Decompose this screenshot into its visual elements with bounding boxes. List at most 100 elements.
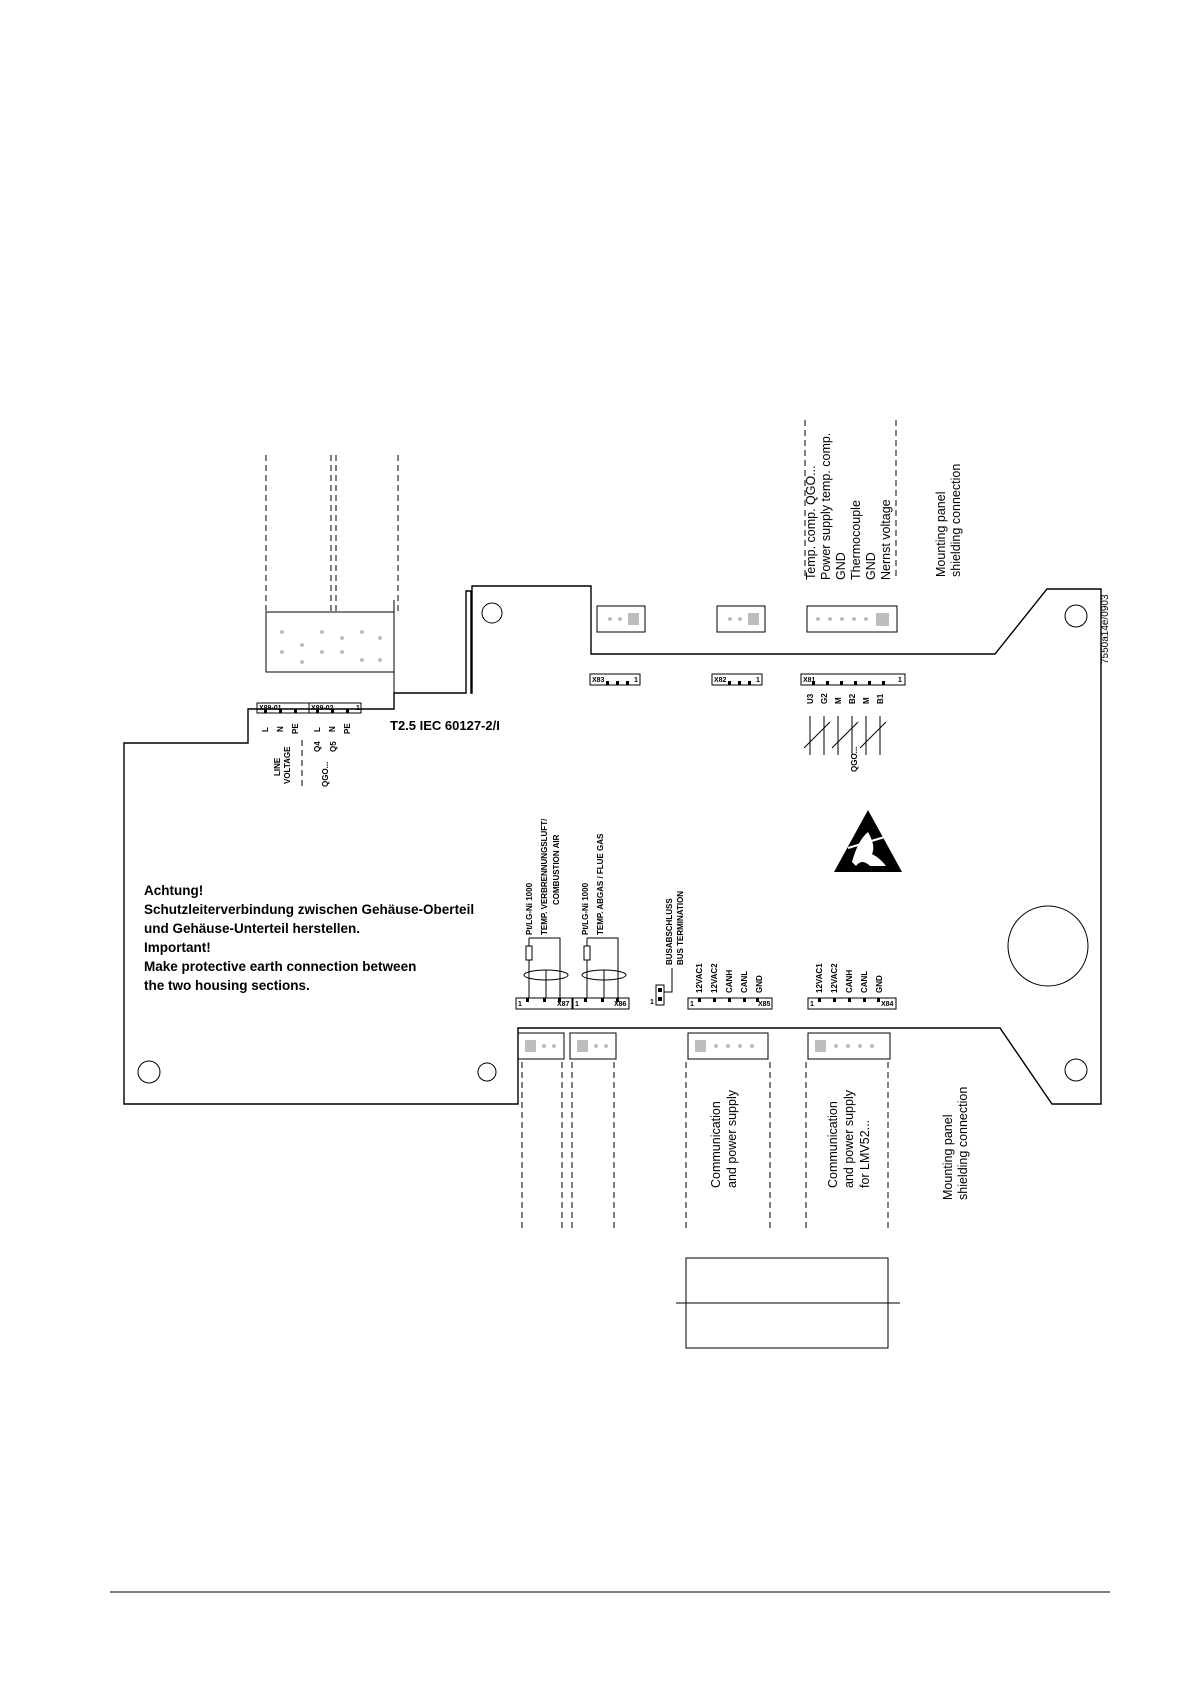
x81-pin-labels: U3 G2 M B2 M B1 QGO...	[806, 693, 885, 772]
power-plug-pins	[280, 630, 382, 664]
power-plug	[265, 611, 395, 673]
svg-text:Achtung!: Achtung!	[144, 883, 203, 898]
svg-text:1: 1	[575, 1001, 579, 1008]
svg-text:1: 1	[518, 1001, 522, 1008]
x81-wire-pairs	[803, 716, 887, 755]
bottom-mounting-label-2: shielding connection	[956, 1087, 970, 1200]
x84-label-2: and power supply	[842, 1089, 856, 1188]
svg-text:12VAC1: 12VAC1	[695, 963, 704, 993]
svg-text:LINE: LINE	[273, 757, 282, 776]
svg-text:GND: GND	[864, 552, 878, 580]
connector-x82: X82 1	[711, 673, 763, 686]
svg-text:X87: X87	[557, 1001, 570, 1008]
board-outline	[123, 585, 1102, 1105]
svg-text:TEMP. VERBRENNUNGSLUFT/: TEMP. VERBRENNUNGSLUFT/	[540, 818, 549, 935]
svg-text:CANL: CANL	[740, 971, 749, 993]
mounting-hole	[1064, 1058, 1088, 1082]
svg-text:Q5: Q5	[329, 741, 338, 752]
svg-text:CANH: CANH	[725, 970, 734, 993]
connector-x89: X89-01 X89-02 1	[256, 702, 362, 714]
svg-text:TEMP. ABGAS / FLUE GAS: TEMP. ABGAS / FLUE GAS	[596, 833, 605, 935]
connector-x84: 1 X84	[807, 997, 897, 1010]
svg-text:1: 1	[898, 677, 902, 684]
svg-text:COMBUSTION AIR: COMBUSTION AIR	[552, 834, 561, 905]
svg-text:BUS TERMINATION: BUS TERMINATION	[676, 891, 685, 965]
svg-text:Schutzleiterverbindung zwische: Schutzleiterverbindung zwischen Gehäuse-…	[144, 902, 474, 917]
svg-text:X86: X86	[614, 1001, 627, 1008]
svg-text:Nernst voltage: Nernst voltage	[879, 499, 893, 580]
svg-text:B2: B2	[848, 693, 857, 704]
mounting-hole	[137, 1060, 161, 1084]
connector-x85: 1 X85	[687, 997, 773, 1010]
svg-text:1: 1	[356, 705, 360, 712]
svg-text:X81: X81	[803, 677, 816, 684]
svg-text:X83: X83	[592, 677, 605, 684]
mounting-hole	[477, 1062, 497, 1082]
svg-text:12VAC2: 12VAC2	[830, 963, 839, 993]
svg-text:QGO...: QGO...	[321, 762, 330, 787]
top-mounting-label-2: shielding connection	[949, 464, 963, 577]
svg-text:X89-01: X89-01	[259, 705, 282, 712]
fuse-label: T2.5 IEC 60127-2/I	[390, 718, 500, 733]
svg-text:X82: X82	[714, 677, 727, 684]
svg-text:GND: GND	[755, 975, 764, 993]
x84-pin-labels: 12VAC1 12VAC2 CANH CANL GND	[815, 963, 884, 993]
svg-text:Pt/LG-Ni 1000: Pt/LG-Ni 1000	[581, 882, 590, 935]
plug-x83	[596, 605, 646, 633]
svg-text:Q4: Q4	[313, 741, 322, 752]
sensor-wiring	[523, 937, 627, 998]
svg-text:1: 1	[690, 1001, 694, 1008]
x89-pin-labels: L N PE L N PE Q4 Q5 QGO... LINE VOLTAGE	[261, 723, 352, 787]
svg-text:GND: GND	[834, 552, 848, 580]
svg-text:Pt/LG-Ni 1000: Pt/LG-Ni 1000	[525, 882, 534, 935]
x85-pin-labels: 12VAC1 12VAC2 CANH CANL GND	[695, 963, 764, 993]
svg-text:L: L	[261, 727, 270, 732]
svg-text:Temp. comp. QGO...: Temp. comp. QGO...	[804, 465, 818, 580]
svg-text:CANH: CANH	[845, 970, 854, 993]
svg-text:1: 1	[634, 677, 638, 684]
svg-text:Power supply temp. comp.: Power supply temp. comp.	[819, 433, 833, 580]
svg-text:1: 1	[650, 999, 654, 1006]
svg-text:M: M	[834, 697, 843, 704]
svg-text:QGO...: QGO...	[850, 747, 859, 772]
svg-text:PE: PE	[343, 723, 352, 734]
plug-x82	[716, 605, 766, 633]
large-hole	[1007, 905, 1089, 987]
svg-text:G2: G2	[820, 693, 829, 704]
svg-text:BUSABSCHLUSS: BUSABSCHLUSS	[665, 898, 674, 965]
x85-label-2: and power supply	[725, 1089, 739, 1188]
figure-code: 7550a14e/0903	[1100, 594, 1111, 664]
svg-text:X85: X85	[758, 1001, 771, 1008]
x84-label-3: for LMV52...	[858, 1120, 872, 1188]
svg-text:CANL: CANL	[860, 971, 869, 993]
svg-text:the two housing sections.: the two housing sections.	[144, 978, 310, 993]
svg-text:Make protective earth connecti: Make protective earth connection between	[144, 959, 416, 974]
svg-text:U3: U3	[806, 693, 815, 704]
connector-x81: X81 1	[800, 673, 906, 686]
bottom-mounting-label: Mounting panel	[941, 1115, 955, 1200]
svg-text:Important!: Important!	[144, 940, 211, 955]
plug-x84	[807, 1032, 891, 1060]
svg-text:12VAC2: 12VAC2	[710, 963, 719, 993]
svg-text:1: 1	[810, 1001, 814, 1008]
x81-signal-labels: Temp. comp. QGO... Power supply temp. co…	[804, 433, 893, 580]
svg-text:PE: PE	[291, 723, 300, 734]
warning-text: Achtung! Schutzleiterverbindung zwischen…	[144, 883, 474, 993]
svg-text:12VAC1: 12VAC1	[815, 963, 824, 993]
bus-termination: BUSABSCHLUSS BUS TERMINATION 1	[650, 891, 685, 1006]
plug-x86	[569, 1032, 617, 1060]
svg-text:X89-02: X89-02	[311, 705, 334, 712]
connector-x83: X83 1	[589, 673, 641, 686]
plug-x85	[687, 1032, 769, 1060]
connector-x86: 1 X86	[572, 997, 630, 1010]
svg-text:L: L	[313, 727, 322, 732]
mounting-hole	[481, 602, 503, 624]
svg-text:M: M	[862, 697, 871, 704]
svg-text:X84: X84	[881, 1001, 894, 1008]
plug-x87	[517, 1032, 565, 1060]
svg-text:1: 1	[756, 677, 760, 684]
plug-x81	[806, 605, 898, 633]
top-mounting-label: Mounting panel	[934, 492, 948, 577]
x85-label: Communication	[709, 1101, 723, 1188]
